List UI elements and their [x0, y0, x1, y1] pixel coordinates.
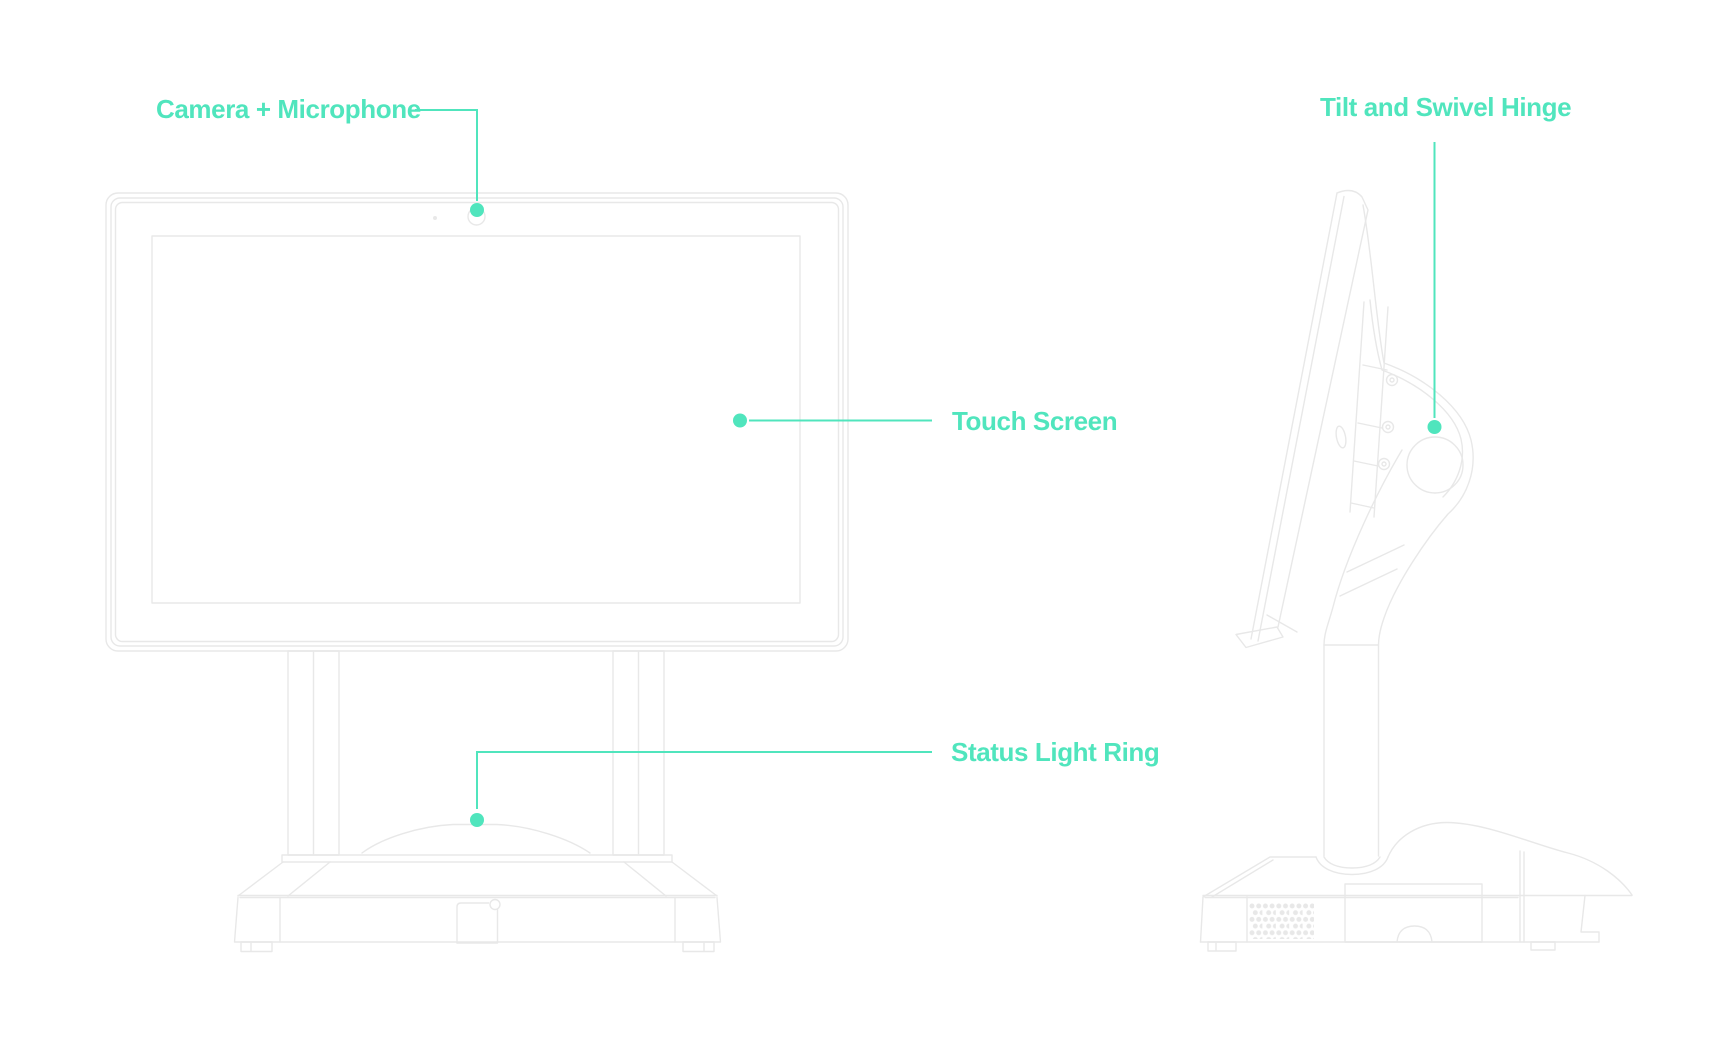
- base-foot-right: [682, 941, 715, 953]
- side-display-bottom-joint: [1266, 614, 1298, 633]
- status-callout-dot: [470, 813, 484, 827]
- stand-neck: [1315, 644, 1389, 876]
- camera-leader-line: [415, 109, 478, 201]
- side-display-top-back: [1277, 189, 1369, 628]
- side-base: [1199, 821, 1633, 952]
- side-base-mid-edge: [1202, 894, 1633, 899]
- card-reader-slot: [456, 898, 501, 944]
- touch-callout-dot: [733, 413, 747, 428]
- front-view: [105, 192, 849, 953]
- tilt-swivel-hinge-label: Tilt and Swivel Hinge: [1320, 92, 1572, 122]
- side-display-bottom-wedge: [1235, 626, 1284, 649]
- status-light-ring-label: Status Light Ring: [951, 737, 1160, 767]
- side-base-foot-right: [1530, 941, 1556, 951]
- display-bezel-inner: [114, 201, 840, 643]
- status-leader-line: [476, 751, 932, 809]
- callout-leaders: [415, 109, 1442, 827]
- neck-collar-inner: [1323, 856, 1381, 869]
- status-light-ring-dome: [361, 823, 591, 854]
- neck-collar-outer: [1315, 856, 1389, 876]
- front-base: [233, 854, 722, 953]
- side-display-front-inner: [1257, 195, 1345, 642]
- cable-port-pill: [1335, 425, 1347, 449]
- base-corner-slopes: [237, 861, 718, 897]
- camera-microphone-label: Camera + Microphone: [156, 94, 421, 124]
- side-base-hatch: [1344, 883, 1483, 943]
- hinge-pivot: [1406, 436, 1464, 494]
- hinge-hood-inner: [1369, 299, 1464, 498]
- tilt-swivel-hinge: [1323, 204, 1474, 646]
- cable-arch: [1396, 925, 1433, 943]
- side-base-right-cap: [1519, 850, 1525, 943]
- side-base-foot-left: [1207, 941, 1237, 952]
- base-mid-edge: [237, 894, 718, 899]
- base-lower-band: [233, 896, 722, 943]
- mount-bracket: [1349, 301, 1399, 518]
- hinge-hood-outer: [1362, 204, 1474, 646]
- side-base-fin-edge: [1580, 894, 1600, 943]
- side-display: [1235, 189, 1369, 649]
- touch-screen-panel: [151, 235, 801, 604]
- base-foot-left: [240, 941, 273, 953]
- side-base-left-edge: [1199, 896, 1204, 943]
- side-display-front-edge: [1250, 192, 1338, 640]
- hinge-arm-segments: [1339, 544, 1405, 597]
- base-top-lip: [281, 854, 673, 863]
- side-view: [1199, 189, 1633, 952]
- hinge-callout-dot: [1427, 420, 1442, 434]
- side-base-top-left: [1202, 856, 1317, 898]
- hinge-arm-left-edge: [1323, 449, 1403, 646]
- microphone-hole: [433, 216, 437, 220]
- camera-callout-dot: [470, 203, 484, 217]
- side-base-rear-hump: [1387, 821, 1633, 896]
- speaker-grille: [1249, 903, 1314, 939]
- bracket-screw: [1381, 420, 1395, 434]
- touch-screen-label: Touch Screen: [952, 406, 1118, 436]
- bracket-screw: [1377, 457, 1391, 471]
